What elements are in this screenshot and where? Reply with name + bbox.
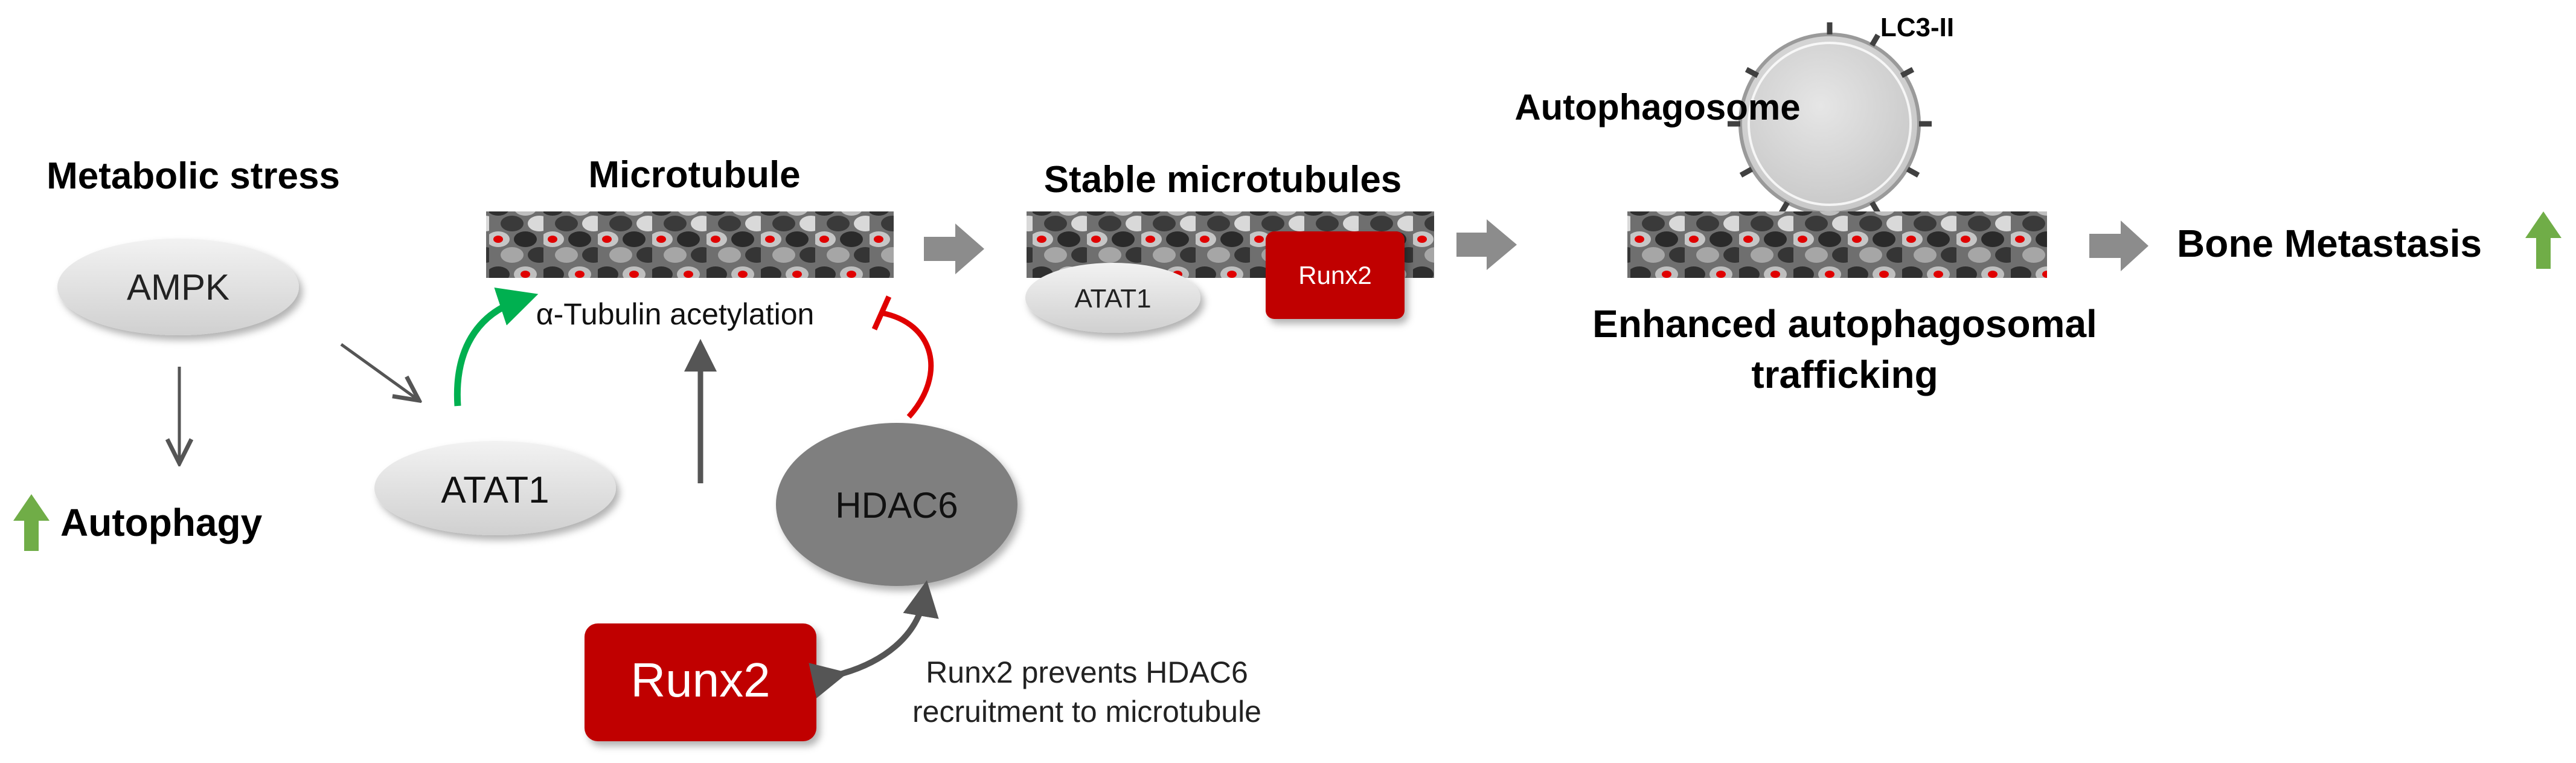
runx2-small-label: Runx2 bbox=[1298, 261, 1371, 289]
block-arrow-icon bbox=[924, 224, 984, 274]
runx2-note-line2: recruitment to microtubule bbox=[912, 695, 1261, 729]
block-arrow-icon-2 bbox=[1456, 219, 1517, 270]
inhibition-bar bbox=[871, 295, 892, 330]
microtubule-label: Microtubule bbox=[588, 154, 800, 196]
runx2-small-node bbox=[1266, 231, 1405, 319]
atat1-small-node bbox=[1025, 263, 1200, 333]
ampk-to-atat1-arrow bbox=[340, 343, 417, 399]
atat1-label: ATAT1 bbox=[441, 469, 549, 511]
activation-arrow-icon bbox=[453, 287, 539, 407]
bone-metastasis-label: Bone Metastasis bbox=[2177, 222, 2482, 265]
inhibition-icon bbox=[881, 310, 934, 419]
lc3-ii-label: LC3-II bbox=[1880, 13, 1954, 42]
runx2-hdac6-arrow bbox=[809, 580, 939, 698]
block-arrow-icon-3 bbox=[2089, 221, 2148, 271]
runx2-node bbox=[585, 623, 816, 741]
up-arrow-icon bbox=[13, 494, 50, 551]
ampk-node bbox=[57, 239, 299, 335]
ampk-label: AMPK bbox=[127, 267, 229, 307]
atat1-small-label: ATAT1 bbox=[1074, 284, 1151, 314]
atat1-node bbox=[374, 441, 616, 535]
enhanced-trafficking-line2: trafficking bbox=[1751, 353, 1938, 396]
tubulin-acetylation-label: α-Tubulin acetylation bbox=[536, 297, 815, 331]
autophagosome-label: Autophagosome bbox=[1514, 87, 1800, 127]
stable-microtubules-label: Stable microtubules bbox=[1044, 159, 1402, 201]
hdac6-node bbox=[776, 423, 1017, 586]
runx2-label: Runx2 bbox=[630, 653, 770, 707]
autophagy-label: Autophagy bbox=[60, 501, 263, 544]
trafficking-microtubule-image bbox=[1627, 211, 2047, 278]
enhanced-trafficking-line1: Enhanced autophagosomal bbox=[1592, 302, 2097, 346]
metabolic-stress-label: Metabolic stress bbox=[46, 155, 340, 197]
up-arrow-icon-2 bbox=[2525, 211, 2562, 269]
runx2-note-line1: Runx2 prevents HDAC6 bbox=[926, 655, 1248, 689]
hdac6-label: HDAC6 bbox=[835, 485, 958, 526]
lc3-ii-markers bbox=[1728, 22, 1932, 214]
microtubule-image bbox=[486, 211, 894, 278]
